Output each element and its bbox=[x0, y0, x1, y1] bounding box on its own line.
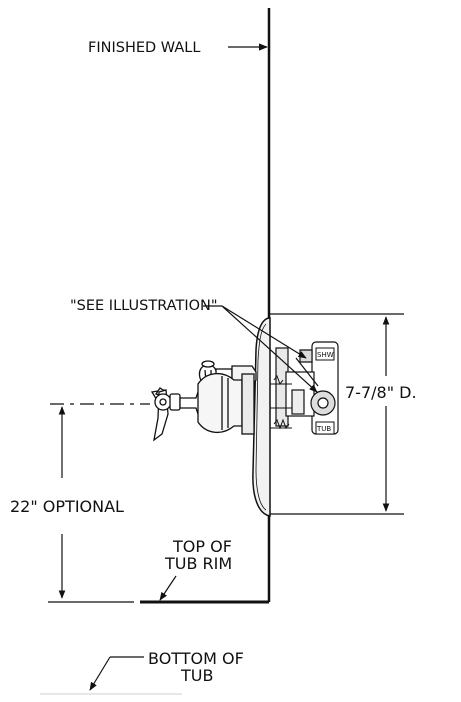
see-illustration-label: "SEE ILLUSTRATION" bbox=[70, 298, 218, 314]
finished-wall-label: FINISHED WALL bbox=[88, 40, 200, 56]
tub-port-label: TUB bbox=[316, 425, 331, 433]
bottom-of-tub-label-line1: BOTTOM OF bbox=[148, 649, 244, 668]
cross-handle bbox=[150, 373, 255, 442]
escutcheon-inner-edge bbox=[255, 323, 267, 511]
depth-dimension-label: 7-7/8" D. bbox=[345, 383, 417, 402]
mounting-screws bbox=[270, 374, 292, 430]
shw-port-label: SHW bbox=[317, 351, 334, 359]
valve-ports bbox=[315, 347, 335, 435]
see-illustration-arrow-upper bbox=[221, 305, 307, 359]
top-of-tub-arrow bbox=[159, 575, 177, 601]
see-illustration-arrow-lower bbox=[221, 305, 318, 393]
bottom-of-tub-arrow bbox=[89, 656, 111, 691]
optional-height-label: 22" OPTIONAL bbox=[10, 497, 124, 516]
top-of-tub-label-line1: TOP OF bbox=[172, 537, 232, 556]
escutcheon-plate bbox=[252, 317, 271, 517]
bottom-of-tub-label-line2: TUB bbox=[180, 666, 213, 685]
valve-body bbox=[275, 341, 339, 435]
top-of-tub-label-line2: TUB RIM bbox=[164, 554, 232, 573]
